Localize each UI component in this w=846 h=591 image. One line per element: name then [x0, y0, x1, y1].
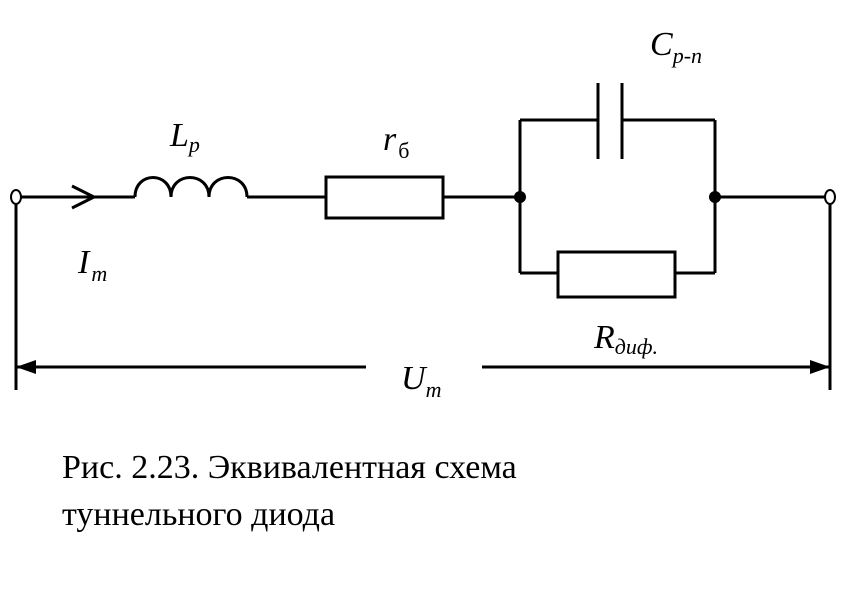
inductor — [133, 176, 249, 198]
series-resistor-label: rб — [383, 121, 409, 163]
caption-line-2: туннельного диода — [62, 496, 336, 533]
current-arrow — [71, 184, 98, 210]
voltage-arrow-left — [16, 360, 36, 374]
series-resistor — [324, 175, 445, 220]
current-label: Im — [77, 244, 107, 286]
terminal-right — [824, 189, 836, 205]
terminal-left — [10, 189, 22, 205]
caption-line-1: Рис. 2.23. Эквивалентная схема — [62, 449, 517, 486]
diff-resistor-label: Rдиф. — [593, 319, 658, 359]
voltage-label: Um — [401, 360, 441, 402]
inductor-label: Lp — [169, 117, 200, 157]
capacitor-label: Cp-n — [650, 26, 702, 68]
diff-resistor — [556, 250, 677, 299]
voltage-arrow-right — [810, 360, 830, 374]
junction-right — [709, 191, 721, 203]
junction-left — [514, 191, 526, 203]
circuit-diagram: Lp rб Cp-n Rдиф. Im Um — [10, 26, 836, 402]
figure-caption: Рис. 2.23. Эквивалентная схема туннельно… — [62, 444, 762, 538]
